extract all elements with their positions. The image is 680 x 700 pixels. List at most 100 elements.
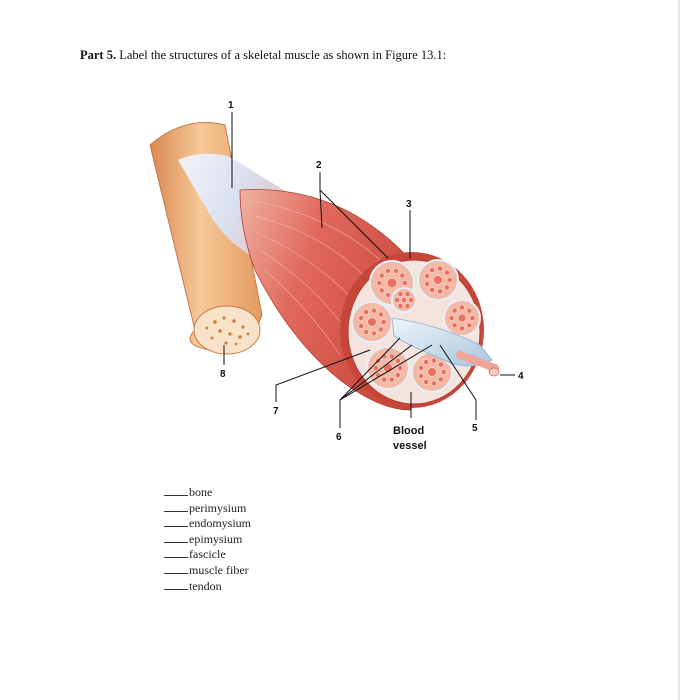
callout-5: 5 bbox=[472, 423, 478, 434]
muscle-fiber-shape bbox=[378, 287, 385, 294]
muscle-fiber-shape bbox=[446, 277, 453, 283]
muscle-fiber-shape bbox=[386, 277, 398, 289]
muscle-fiber-shape bbox=[397, 291, 404, 297]
muscle-fiber-shape bbox=[431, 357, 437, 364]
leader-lines bbox=[223, 112, 515, 428]
answer-blank[interactable] bbox=[164, 485, 188, 496]
muscle-fiber-shape bbox=[437, 376, 444, 383]
term-label: epimysium bbox=[189, 531, 243, 546]
muscle-fiber-shape bbox=[443, 269, 450, 276]
muscle-fiber-shape bbox=[451, 307, 458, 314]
term-label: endomysium bbox=[189, 516, 251, 531]
term-row: epimysium bbox=[164, 532, 251, 548]
muscle-fiber-shape bbox=[397, 303, 404, 309]
muscle-fiber-shape bbox=[399, 272, 406, 279]
part-label: Part 5. bbox=[80, 48, 117, 62]
instruction-text: Label the structures of a skeletal muscl… bbox=[119, 48, 447, 62]
muscle-fiber-shape bbox=[377, 311, 384, 318]
callout-7: 7 bbox=[273, 406, 279, 417]
callout-3: 3 bbox=[406, 199, 412, 210]
muscle-fiber-shape bbox=[437, 361, 444, 368]
muscle-fiber-shape bbox=[437, 265, 443, 272]
term-label: muscle fiber bbox=[189, 562, 249, 577]
muscle-fiber-shape bbox=[443, 284, 450, 291]
term-label: tendon bbox=[189, 578, 222, 593]
muscle-fiber-shape bbox=[408, 297, 414, 303]
page-edge bbox=[678, 0, 680, 700]
muscle-fiber-shape bbox=[372, 365, 379, 371]
muscle-fiber-shape bbox=[394, 357, 401, 364]
callout-4: 4 bbox=[518, 371, 524, 382]
callout-6: 6 bbox=[336, 432, 342, 443]
muscle-fiber-shape bbox=[433, 275, 443, 285]
answer-blank[interactable] bbox=[164, 532, 188, 543]
muscle-fiber-shape bbox=[385, 292, 391, 299]
muscle-fiber-shape bbox=[388, 376, 395, 383]
muscle-fiber-shape bbox=[393, 267, 399, 274]
answer-blank[interactable] bbox=[164, 547, 188, 559]
muscle-fiber-shape bbox=[385, 267, 391, 274]
muscle-fiber-shape bbox=[358, 323, 364, 329]
term-label: fascicle bbox=[189, 547, 226, 562]
callout-1: 1 bbox=[228, 100, 234, 111]
muscle-fiber-shape bbox=[424, 281, 430, 287]
muscle-fiber-shape bbox=[404, 303, 411, 309]
muscle-fiber-shape bbox=[363, 329, 370, 335]
muscle-fiber-shape bbox=[397, 365, 404, 371]
blood-vessel-label-line1: Blood bbox=[393, 425, 424, 437]
muscle-fiber-shape bbox=[469, 315, 476, 321]
muscle-fiber-shape bbox=[371, 307, 377, 314]
muscle-fiber-shape bbox=[431, 380, 437, 387]
muscle-fiber-shape bbox=[377, 326, 384, 333]
muscle-fiber-shape bbox=[429, 267, 436, 273]
term-label: perimysium bbox=[189, 500, 247, 515]
muscle-fiber-shape bbox=[371, 330, 377, 337]
term-label: bone bbox=[189, 485, 213, 499]
muscle-fiber-shape bbox=[394, 372, 401, 379]
muscle-fiber-shape bbox=[401, 297, 407, 303]
muscle-fiber-shape bbox=[429, 287, 436, 293]
page-heading: Part 5. Label the structures of a skelet… bbox=[80, 48, 446, 63]
muscle-fiber-shape bbox=[381, 376, 388, 383]
term-list: bone perimysium endomysium epimysium fas… bbox=[164, 485, 251, 594]
muscle-fiber-shape bbox=[358, 315, 364, 321]
answer-blank[interactable] bbox=[164, 563, 188, 574]
muscle-fiber-shape bbox=[457, 313, 467, 323]
muscle-fiber-shape bbox=[451, 322, 458, 329]
muscle-fiber-shape bbox=[394, 297, 400, 303]
muscle-fiber-shape bbox=[427, 367, 437, 377]
muscle-fiber-shape bbox=[424, 273, 430, 279]
term-row: bone bbox=[164, 485, 251, 501]
muscle-fiber-shape bbox=[418, 373, 424, 379]
muscle-fiber-shape bbox=[418, 365, 424, 371]
term-row: perimysium bbox=[164, 501, 251, 517]
term-row: endomysium bbox=[164, 516, 251, 532]
muscle-fiber-shape bbox=[388, 353, 395, 360]
callout-8: 8 bbox=[220, 369, 226, 380]
muscle-fiber-shape bbox=[380, 319, 387, 325]
answer-blank[interactable] bbox=[164, 516, 188, 528]
muscle-fiber-shape bbox=[459, 304, 465, 311]
muscle-cross-section bbox=[340, 252, 500, 408]
term-row: fascicle bbox=[164, 547, 251, 563]
answer-blank[interactable] bbox=[164, 501, 188, 512]
muscle-fiber-shape bbox=[440, 369, 447, 375]
muscle-fiber-shape bbox=[404, 291, 411, 297]
muscle-fiber-shape bbox=[423, 379, 430, 385]
muscle-fiber-shape bbox=[466, 307, 473, 314]
term-row: tendon bbox=[164, 579, 251, 595]
muscle-fiber-shape bbox=[378, 272, 385, 279]
term-row: muscle fiber bbox=[164, 563, 251, 579]
callout-2: 2 bbox=[316, 160, 322, 171]
muscle-fiber-shape bbox=[466, 322, 473, 329]
muscle-fiber-shape bbox=[363, 309, 370, 315]
muscle-fiber-shape bbox=[367, 317, 377, 327]
muscle-fiber-shape bbox=[448, 315, 455, 321]
muscle-fiber-shape bbox=[437, 288, 443, 295]
muscle-fiber-shape bbox=[423, 359, 430, 365]
blood-vessel-label-line2: vessel bbox=[393, 440, 427, 452]
muscle-fiber-shape bbox=[401, 280, 408, 286]
muscle-fiber-shape bbox=[376, 280, 383, 286]
answer-blank[interactable] bbox=[164, 579, 188, 590]
